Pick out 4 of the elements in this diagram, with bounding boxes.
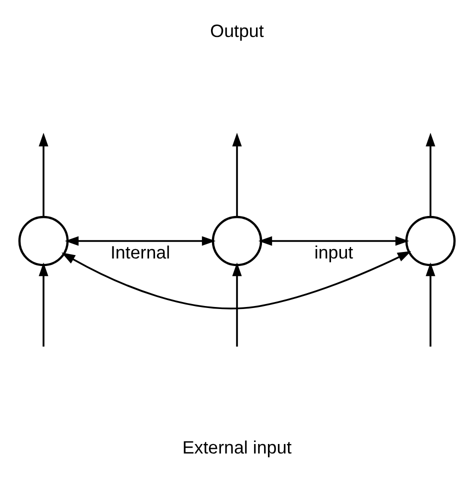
edge-label: input (314, 242, 354, 263)
label: External input (182, 438, 292, 458)
edge-label: Internal (110, 242, 170, 263)
label: Output (210, 20, 264, 41)
